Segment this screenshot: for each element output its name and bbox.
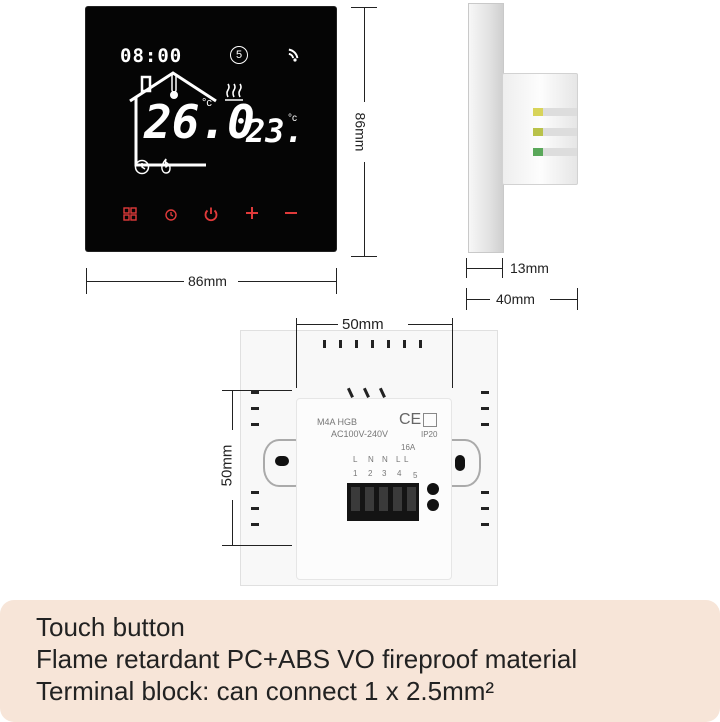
side-rib-3	[535, 148, 577, 156]
side-connector-green	[533, 128, 543, 136]
side-40mm-label: 40mm	[496, 291, 535, 307]
wifi-icon	[288, 48, 299, 62]
front-width-label: 86mm	[188, 273, 227, 289]
clock-button[interactable]	[164, 207, 178, 226]
terminal-number-2: 2	[368, 469, 373, 478]
terminal-screw-5	[407, 487, 416, 511]
terminal-number-4: 4	[397, 469, 402, 478]
thermostat-front-panel: 08:00 5 26.0 °c 23. °c	[86, 7, 336, 251]
side-rib-2	[535, 128, 577, 136]
feature-terminal-block: Terminal block: can connect 1 x 2.5mm²	[36, 676, 495, 706]
heating-waves-icon	[225, 83, 243, 101]
power-icon	[204, 207, 218, 222]
back-width-label: 50mm	[342, 316, 384, 333]
side-40mm-line-left	[466, 299, 490, 300]
terminal-letter-5: L	[404, 455, 409, 464]
increase-button[interactable]	[245, 206, 259, 225]
side-connector-dark-green	[533, 148, 543, 156]
minus-icon	[285, 212, 297, 214]
plus-icon	[246, 207, 258, 219]
indoor-temperature-unit: °c	[202, 97, 212, 109]
back-height-label: 50mm	[218, 444, 236, 487]
ce-mark: CE	[399, 411, 422, 428]
clock-icon	[134, 159, 150, 175]
screw-hole-right	[455, 455, 465, 471]
terminal-letter-1: L	[353, 455, 358, 464]
terminal-number-1: 1	[353, 469, 358, 478]
terminal-screw-2	[365, 487, 374, 511]
side-view-plate	[468, 3, 504, 253]
back-height-line-top	[232, 390, 233, 430]
side-13mm-label: 13mm	[510, 260, 549, 276]
terminal-screw-4	[393, 487, 402, 511]
model-label: M4A HGB	[317, 417, 358, 427]
screw-hole-left	[275, 456, 289, 466]
terminal-letter-4: L	[396, 455, 401, 464]
back-width-line-left	[296, 324, 338, 325]
terminal-block	[347, 483, 419, 521]
terminal-letter-2: N	[368, 455, 374, 464]
program-number: 5	[235, 49, 243, 61]
side-13mm-line	[466, 268, 502, 269]
alarm-clock-icon	[165, 209, 177, 221]
side-13mm-tick-right	[502, 258, 503, 278]
back-height-tick-bottom	[222, 545, 292, 546]
front-width-tick-right	[336, 268, 337, 294]
menu-button[interactable]	[123, 207, 137, 225]
back-height-tick-top	[222, 390, 292, 391]
double-insulation-icon	[423, 413, 437, 427]
set-temperature-unit: °c	[288, 113, 297, 124]
side-40mm-tick-right	[577, 288, 578, 310]
sensor-terminal-2	[427, 499, 439, 511]
back-width-tick-right	[452, 318, 453, 388]
thermometer-icon	[170, 73, 178, 99]
current-label: 16A	[401, 443, 416, 452]
back-terminal-box: M4A HGB CE AC100V-240V IP20 16A L N N L …	[296, 398, 452, 580]
back-width-tick-left	[296, 318, 297, 388]
flame-icon	[161, 158, 171, 174]
feature-info-panel: Touch button Flame retardant PC+ABS VO f…	[0, 600, 720, 722]
menu-grid-icon	[123, 207, 137, 221]
front-width-line-left	[86, 281, 184, 282]
sensor-terminal-1	[427, 483, 439, 495]
side-rib-1	[535, 108, 577, 116]
back-width-line-right	[408, 324, 452, 325]
ip-rating-label: IP20	[421, 430, 438, 439]
feature-material: Flame retardant PC+ABS VO fireproof mate…	[36, 644, 578, 674]
program-number-badge: 5	[230, 46, 248, 64]
feature-touch-button: Touch button	[36, 612, 185, 642]
terminal-number-5: 5	[413, 471, 418, 480]
terminal-letter-3: N	[382, 455, 388, 464]
clock-display: 08:00	[120, 45, 183, 67]
terminal-screw-3	[379, 487, 388, 511]
side-connector-yellow	[533, 108, 543, 116]
front-height-tick-bottom	[351, 256, 377, 257]
terminal-number-3: 3	[382, 469, 387, 478]
back-height-line-bottom	[232, 500, 233, 545]
indoor-temperature: 26.0	[144, 95, 255, 149]
front-height-line-bottom	[364, 162, 365, 256]
decrease-button[interactable]	[284, 206, 298, 225]
side-40mm-line-right	[550, 299, 577, 300]
front-width-line-right	[238, 281, 336, 282]
side-view-back-box	[502, 73, 578, 185]
set-temperature: 23.	[246, 112, 304, 150]
front-height-label: 86mm	[352, 112, 369, 152]
front-height-line-top	[364, 7, 365, 102]
voltage-label: AC100V-240V	[331, 429, 389, 439]
power-button[interactable]	[203, 206, 219, 227]
terminal-screw-1	[351, 487, 360, 511]
